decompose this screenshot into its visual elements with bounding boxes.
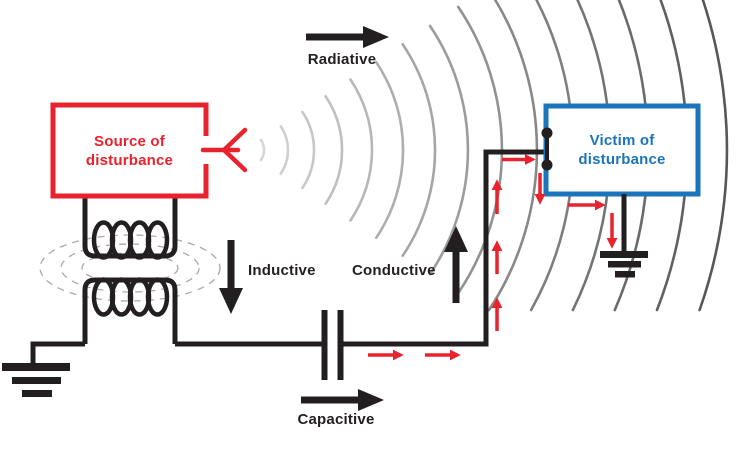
source-label-line2: disturbance — [85, 151, 174, 169]
victim-box-label: Victim of disturbance — [546, 106, 698, 194]
victim-label-line2: disturbance — [578, 151, 666, 168]
radiative-label: Radiative — [307, 51, 377, 68]
source-label-line1: Source of — [94, 132, 165, 150]
victim-label-line1: Victim of — [589, 132, 655, 149]
source-box — [50, 102, 209, 199]
conductive-wire — [175, 149, 547, 347]
radiative-arrow-icon — [306, 26, 389, 48]
current-arrow-icon — [368, 154, 618, 361]
ground-icon — [600, 251, 648, 278]
conductive-arrow-icon — [444, 226, 468, 303]
terminal-dots-icon — [541, 127, 553, 171]
antenna-icon — [200, 127, 248, 173]
capacitor-icon — [321, 310, 344, 380]
conductive-label: Conductive — [352, 262, 436, 279]
transformer-coil-icon — [82, 194, 178, 344]
source-ground-wire — [30, 341, 85, 366]
victim-box — [543, 103, 701, 197]
inductive-arrow-icon — [219, 240, 243, 314]
source-box-label: Source of disturbance — [53, 105, 206, 196]
ground-icon — [2, 363, 70, 397]
capacitive-label: Capacitive — [297, 411, 375, 428]
capacitive-arrow-icon — [301, 389, 384, 411]
inductive-label: Inductive — [248, 262, 316, 279]
